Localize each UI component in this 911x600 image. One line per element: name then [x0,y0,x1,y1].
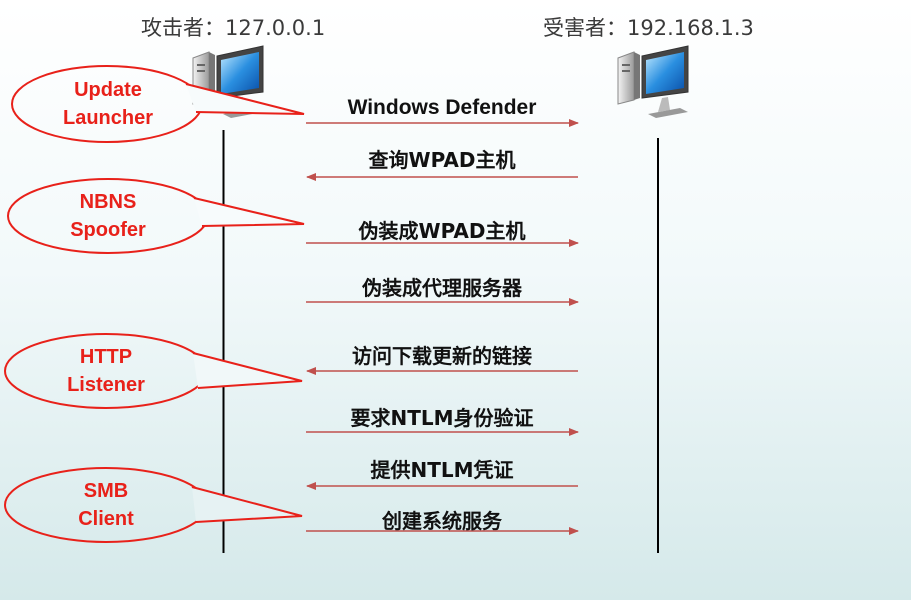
victim-computer-icon [617,45,689,119]
callout-text-http-listener: HTTP Listener [26,343,186,399]
callout-line: Client [78,508,134,530]
callout-text-nbns-spoofer: NBNS Spoofer [28,188,188,244]
message-label-6: 要求NTLM身份验证 [350,406,534,430]
callout-line: SMB [83,480,129,502]
callout-line: Listener [67,374,145,396]
callout-http-listener [4,333,303,409]
message-label-2: 查询WPAD主机 [368,148,516,172]
attacker-label: 攻击者：127.0.0.1 [141,16,326,40]
callout-line: Spoofer [70,219,146,241]
callout-nbns-spoofer [7,178,305,254]
message-label-8: 创建系统服务 [382,509,502,533]
callout-update-launcher [11,65,305,143]
callout-line: NBNS [79,191,137,213]
callout-line: Update [74,79,142,101]
message-label-1: Windows Defender [347,96,537,119]
message-label-7: 提供NTLM凭证 [370,458,514,482]
callout-text-smb-client: SMB Client [26,477,186,533]
victim-label: 受害者：192.168.1.3 [543,16,754,40]
callout-text-update-launcher: Update Launcher [28,76,188,132]
callout-smb-client [4,467,303,543]
callout-line: Launcher [62,107,154,129]
callout-line: HTTP [79,346,133,368]
message-label-3: 伪装成WPAD主机 [358,219,526,243]
message-label-4: 伪装成代理服务器 [362,276,522,300]
message-label-5: 访问下载更新的链接 [352,344,532,368]
